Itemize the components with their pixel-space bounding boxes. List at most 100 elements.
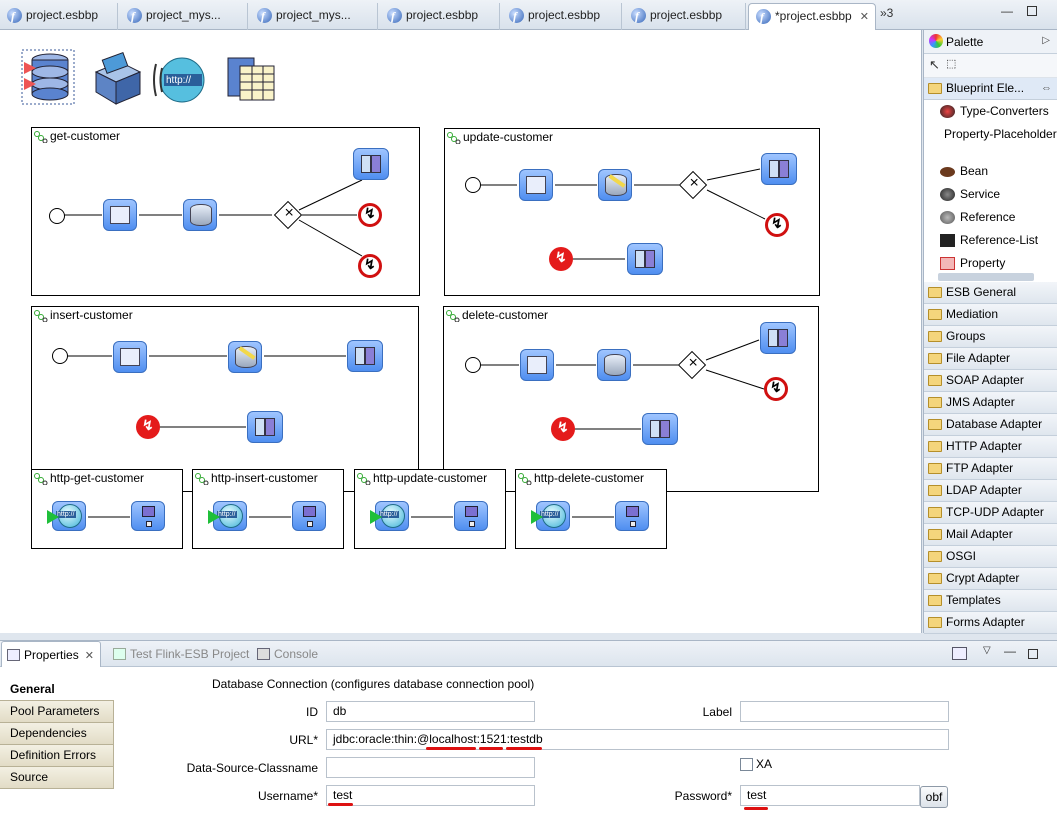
route-http-get-customer[interactable]: http-get-customer http:// bbox=[31, 469, 183, 549]
palette-collapse-icon[interactable]: ▷ bbox=[1042, 35, 1050, 46]
tab-console[interactable]: Console bbox=[252, 641, 318, 667]
error-start-node[interactable] bbox=[136, 415, 160, 439]
database-node[interactable] bbox=[228, 341, 262, 373]
error-end-node[interactable] bbox=[765, 213, 789, 237]
database-node[interactable] bbox=[597, 349, 631, 381]
diagram-canvas[interactable]: http:// get-customer update-customer ins… bbox=[0, 30, 922, 633]
url-field[interactable]: jdbc:oracle:thin:@localhost:1521:testdb bbox=[326, 729, 949, 750]
palette-scroll-indicator[interactable] bbox=[938, 273, 1034, 281]
http-receiver-node[interactable]: http:// bbox=[47, 501, 86, 531]
editor-tab[interactable]: project.esbbp bbox=[380, 3, 500, 30]
endpoint-node[interactable] bbox=[347, 340, 383, 372]
view-menu-icon[interactable]: ▽ bbox=[983, 645, 991, 656]
password-field[interactable]: test bbox=[740, 785, 920, 806]
maximize-icon[interactable] bbox=[1027, 6, 1037, 16]
minimize-icon[interactable]: — bbox=[1001, 4, 1013, 18]
marquee-tool-icon[interactable]: ⬚ bbox=[946, 58, 957, 70]
label-field[interactable] bbox=[740, 701, 949, 722]
pin-view-icon[interactable] bbox=[952, 647, 967, 660]
id-field[interactable]: db bbox=[326, 701, 535, 722]
palette-drawer[interactable]: JMS Adapter bbox=[924, 392, 1057, 414]
minimize-view-icon[interactable]: — bbox=[1004, 644, 1016, 658]
route-insert-customer[interactable]: insert-customer bbox=[31, 306, 419, 492]
palette-drawer[interactable]: LDAP Adapter bbox=[924, 480, 1057, 502]
start-event[interactable] bbox=[465, 357, 481, 373]
side-tab-definition-errors[interactable]: Definition Errors bbox=[0, 745, 114, 767]
editor-tab[interactable]: project.esbbp bbox=[624, 3, 746, 30]
route-update-customer[interactable]: update-customer bbox=[444, 128, 820, 296]
error-end-node[interactable] bbox=[764, 377, 788, 401]
palette-entry-property-placeholder[interactable]: Property-Placeholder bbox=[944, 127, 1057, 141]
maximize-view-icon[interactable] bbox=[1028, 649, 1038, 659]
palette-drawer[interactable]: TCP-UDP Adapter bbox=[924, 502, 1057, 524]
endpoint-node[interactable] bbox=[353, 148, 389, 180]
palette-entry-reference[interactable]: Reference bbox=[924, 210, 1057, 225]
side-tab-general[interactable]: General bbox=[0, 679, 114, 701]
side-tab-source[interactable]: Source bbox=[0, 767, 114, 789]
endpoint-node[interactable] bbox=[761, 153, 797, 185]
select-tool-icon[interactable]: ↖ bbox=[929, 57, 940, 72]
palette-entry-property[interactable]: Property bbox=[924, 256, 1057, 271]
palette-entry-service[interactable]: Service bbox=[924, 187, 1057, 202]
close-tab-icon[interactable]: ✕ bbox=[859, 11, 869, 23]
endpoint-node[interactable] bbox=[642, 413, 678, 445]
editor-tab-active[interactable]: *project.esbbp✕ bbox=[748, 3, 876, 31]
palette-drawer[interactable]: OSGI bbox=[924, 546, 1057, 568]
username-field[interactable]: test bbox=[326, 785, 535, 806]
database-node[interactable] bbox=[598, 169, 632, 201]
validator-node[interactable] bbox=[519, 169, 553, 201]
database-tool-icon[interactable] bbox=[20, 48, 76, 106]
start-event[interactable] bbox=[465, 177, 481, 193]
palette-entry-reference-list[interactable]: Reference-List bbox=[924, 233, 1057, 248]
editor-tab[interactable]: project.esbbp bbox=[0, 3, 118, 30]
validator-node[interactable] bbox=[520, 349, 554, 381]
http-tool-icon[interactable]: http:// bbox=[152, 48, 208, 106]
close-view-icon[interactable]: ✕ bbox=[84, 650, 94, 662]
palette-drawer[interactable]: SOAP Adapter bbox=[924, 370, 1057, 392]
dispatcher-node[interactable] bbox=[131, 501, 165, 531]
palette-drawer[interactable]: Database Adapter bbox=[924, 414, 1057, 436]
http-receiver-node[interactable]: http:// bbox=[370, 501, 409, 531]
dispatcher-node[interactable] bbox=[292, 501, 326, 531]
obfuscate-button[interactable]: obf bbox=[920, 786, 948, 808]
tab-properties[interactable]: Properties✕ bbox=[1, 641, 101, 667]
database-node[interactable] bbox=[183, 199, 217, 231]
error-end-node[interactable] bbox=[358, 203, 382, 227]
palette-drawer[interactable]: Templates bbox=[924, 590, 1057, 612]
palette-drawer[interactable]: Mail Adapter bbox=[924, 524, 1057, 546]
error-start-node[interactable] bbox=[551, 417, 575, 441]
palette-drawer[interactable]: Crypt Adapter bbox=[924, 568, 1057, 590]
route-http-update-customer[interactable]: http-update-customer http:// bbox=[354, 469, 506, 549]
side-tab-pool-parameters[interactable]: Pool Parameters bbox=[0, 701, 114, 723]
xa-checkbox[interactable] bbox=[740, 758, 753, 771]
pin-icon[interactable]: ⇔ bbox=[1041, 82, 1052, 94]
route-http-delete-customer[interactable]: http-delete-customer http:// bbox=[515, 469, 667, 549]
palette-drawer-blueprint[interactable]: Blueprint Ele... ⇔ bbox=[924, 78, 1057, 100]
route-delete-customer[interactable]: delete-customer bbox=[443, 306, 819, 492]
palette-entry-bean[interactable]: Bean bbox=[924, 164, 1057, 179]
palette-drawer[interactable]: ESB General bbox=[924, 282, 1057, 304]
http-receiver-node[interactable]: http:// bbox=[208, 501, 247, 531]
palette-drawer[interactable]: Groups bbox=[924, 326, 1057, 348]
editor-tab[interactable]: project_mys... bbox=[120, 3, 248, 30]
error-start-node[interactable] bbox=[549, 247, 573, 271]
endpoint-node[interactable] bbox=[760, 322, 796, 354]
palette-drawer[interactable]: Forms Adapter bbox=[924, 612, 1057, 634]
classname-field[interactable] bbox=[326, 757, 535, 778]
route-get-customer[interactable]: get-customer bbox=[31, 127, 420, 296]
dispatcher-node[interactable] bbox=[454, 501, 488, 531]
error-end-node[interactable] bbox=[358, 254, 382, 278]
route-http-insert-customer[interactable]: http-insert-customer http:// bbox=[192, 469, 344, 549]
palette-entry-type-converters[interactable]: Type-Converters bbox=[924, 104, 1057, 119]
validator-node[interactable] bbox=[103, 199, 137, 231]
editor-tab[interactable]: project.esbbp bbox=[502, 3, 622, 30]
palette-drawer[interactable]: Mediation bbox=[924, 304, 1057, 326]
dispatcher-node[interactable] bbox=[615, 501, 649, 531]
tab-overflow-button[interactable]: »3 bbox=[880, 6, 894, 20]
validator-node[interactable] bbox=[113, 341, 147, 373]
endpoint-node[interactable] bbox=[247, 411, 283, 443]
package-tool-icon[interactable] bbox=[90, 48, 146, 106]
start-event[interactable] bbox=[52, 348, 68, 364]
http-receiver-node[interactable]: http:// bbox=[531, 501, 570, 531]
folder-tool-icon[interactable] bbox=[222, 48, 278, 106]
